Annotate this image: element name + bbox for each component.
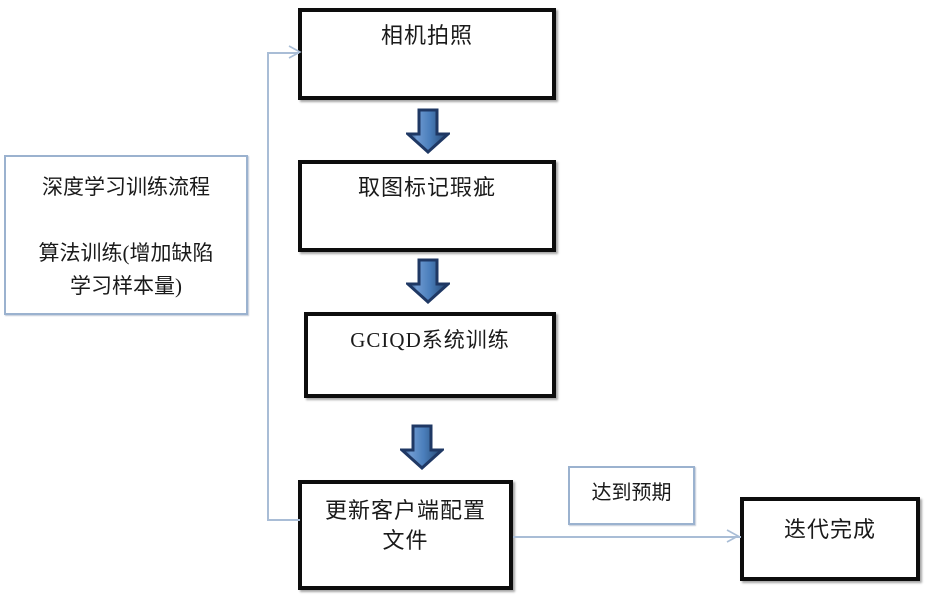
node-update-client-config[interactable]: 更新客户端配置 文件 — [298, 480, 513, 590]
arrowhead-right-icon — [726, 529, 740, 543]
block-arrow-down-icon — [400, 424, 444, 470]
block-arrow-down-icon — [406, 108, 450, 154]
node-update-client-config-label: 更新客户端配置 文件 — [324, 498, 486, 553]
node-camera-capture[interactable]: 相机拍照 — [298, 8, 556, 100]
block-arrow-down-icon — [406, 258, 450, 304]
feedback-connector-top — [267, 52, 299, 54]
annotation-meets-expectation[interactable]: 达到预期 — [568, 466, 695, 525]
feedback-connector-bottom — [267, 519, 300, 521]
annotation-deep-learning-process[interactable]: 深度学习训练流程 算法训练(增加缺陷 学习样本量) — [4, 155, 248, 315]
node-iteration-complete[interactable]: 迭代完成 — [740, 497, 920, 581]
annotation-meets-expectation-label: 达到预期 — [591, 482, 672, 504]
node-gciqd-training[interactable]: GCIQD系统训练 — [304, 312, 556, 398]
node-gciqd-training-label: GCIQD系统训练 — [350, 328, 510, 352]
feedback-connector-vertical — [267, 52, 269, 521]
node-mark-defects[interactable]: 取图标记瑕疵 — [298, 160, 556, 252]
annotation-deep-learning-process-label: 深度学习训练流程 算法训练(增加缺陷 学习样本量) — [38, 175, 214, 298]
arrowhead-right-icon — [288, 45, 302, 59]
node-camera-capture-label: 相机拍照 — [380, 23, 473, 48]
connector-update-to-done — [513, 536, 741, 538]
node-mark-defects-label: 取图标记瑕疵 — [357, 175, 496, 200]
node-iteration-complete-label: 迭代完成 — [783, 517, 876, 542]
